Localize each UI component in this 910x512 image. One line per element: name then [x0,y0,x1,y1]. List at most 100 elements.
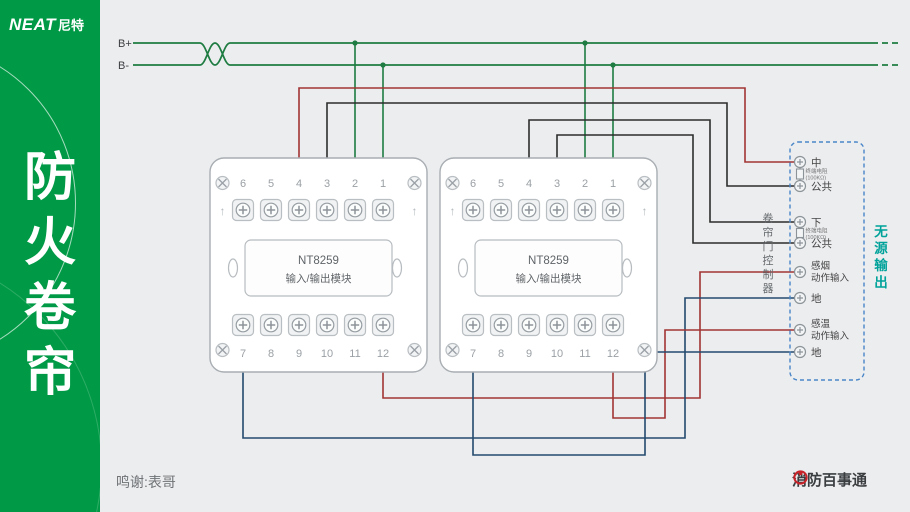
terminal-number: 12 [377,348,389,360]
arrow-up-icon: ↑ [642,204,648,218]
terminal-number: 5 [268,178,274,190]
terminal-label-heat: 感温 [811,318,831,330]
screw-terminal-icon [601,313,625,337]
screw-terminal-icon [259,198,283,222]
neat-logo-cn: 尼特 [58,18,85,33]
screw-terminal-icon [517,313,541,337]
output-label-char: 出 [874,274,888,290]
screw-terminal-icon [461,198,485,222]
terminal-label-middle: 中 [811,156,822,169]
terminal-label-ground2: 地 [811,346,822,359]
controller-vertical-label: 卷 帘 门 控 制 器 [763,211,774,295]
controller-box: 终端电阻 (100KΩ) 终端电阻 (100KΩ) 中 公共 下 公共 感烟 动… [763,141,888,381]
screw-terminal-icon [371,198,395,222]
resistor-label-line1: 终端电阻 [806,227,829,235]
xiaofang-baishitong-text: 消防百事通 [792,472,868,489]
fire-ring-icon [793,470,808,485]
terminal-number: 4 [526,178,532,190]
corner-screw-icon [407,175,422,191]
arrow-up-icon: ↑ [412,204,418,218]
corner-screw-icon [637,175,652,191]
terminal-number: 9 [526,348,532,360]
screw-terminal-icon [545,313,569,337]
wire-m1-output-red [298,87,794,163]
title-char-2: 火 [23,214,76,272]
terminal-label-smoke: 感烟 [811,260,830,272]
page-title-vertical: 防 火 卷 帘 [0,146,100,406]
module-type-label: 输入/输出模块 [516,272,582,285]
terminal-resistor [795,227,805,239]
terminal-number: 10 [551,348,563,360]
diagram-area: B+ B- [100,0,910,512]
module-model: NT8259 [528,255,569,267]
module-model: NT8259 [298,255,339,267]
brand-sidebar: NEAT 尼特 防 火 卷 帘 [0,0,100,512]
controller-terminal-icon [793,215,807,229]
terminal-number: 7 [240,348,246,360]
arrow-up-icon: ↑ [450,204,456,218]
wire-ground-1-blue [242,297,794,439]
title-char-1: 防 [23,149,76,207]
controller-terminal-icon [793,236,807,250]
power-bus: B+ B- [118,38,898,158]
terminal-number: 3 [324,178,330,190]
controller-outline [789,141,865,381]
terminal-label-smoke-2: 动作输入 [811,272,850,284]
mount-slot [227,258,239,278]
neat-logo-en: NEAT [9,15,57,34]
wire-ground-2-blue [472,351,794,456]
terminal-number: 2 [582,178,588,190]
terminal-label-down: 下 [811,217,822,229]
screw-terminal-icon [517,198,541,222]
terminal-number: 11 [349,348,360,360]
terminal-number: 8 [498,348,504,360]
corner-screw-icon [215,175,230,191]
signal-wires [242,87,794,456]
screw-terminal-icon [343,313,367,337]
screw-terminal-icon [259,313,283,337]
title-char-4: 帘 [23,344,76,402]
terminal-number: 8 [268,348,274,360]
corner-screw-icon [445,342,460,358]
controller-label-char: 器 [763,282,774,295]
terminal-number: 6 [470,178,476,190]
corner-screw-icon [407,342,422,358]
terminal-number: 5 [498,178,504,190]
resistor-label-line2: (100KΩ) [806,235,827,241]
junction-dot [582,40,588,46]
wire-m2-output-black [528,119,794,223]
terminal-label-common1: 公共 [811,181,832,193]
xiaofang-baishitong-logo: 消防百事通 [792,469,867,490]
controller-label-char: 帘 [763,225,774,239]
bus-continuation-dashes [882,42,898,66]
screw-terminal-icon [573,313,597,337]
mount-slot [457,258,469,278]
neat-logo: NEAT 尼特 [9,15,84,35]
controller-terminal-icon [793,155,807,169]
credit-text: 鸣谢:表哥 [116,474,176,490]
terminal-resistor [795,168,805,180]
output-label-char: 输 [874,257,888,273]
screw-terminal-icon [601,198,625,222]
controller-terminal-icon [793,323,807,337]
screw-terminal-icon [231,198,255,222]
junction-dot [610,62,616,68]
wire-smoke-input-red [382,271,794,399]
controller-terminal-icon [793,345,807,359]
controller-label-char: 门 [763,239,774,253]
terminal-label-ground1: 地 [811,292,822,305]
output-label-char: 源 [874,240,888,256]
terminal-number: 1 [610,178,616,190]
arrow-up-icon: ↑ [220,204,226,218]
terminal-number: 2 [352,178,358,190]
bus-plus-label: B+ [118,38,132,50]
screw-terminal-icon [287,313,311,337]
screw-terminal-icon [315,198,339,222]
module-label-plate [474,239,623,297]
wire-heat-input-red [612,329,794,419]
screw-terminal-icon [489,198,513,222]
terminal-number: 9 [296,348,302,360]
controller-terminal-icon [793,291,807,305]
screw-terminal-icon [371,313,395,337]
